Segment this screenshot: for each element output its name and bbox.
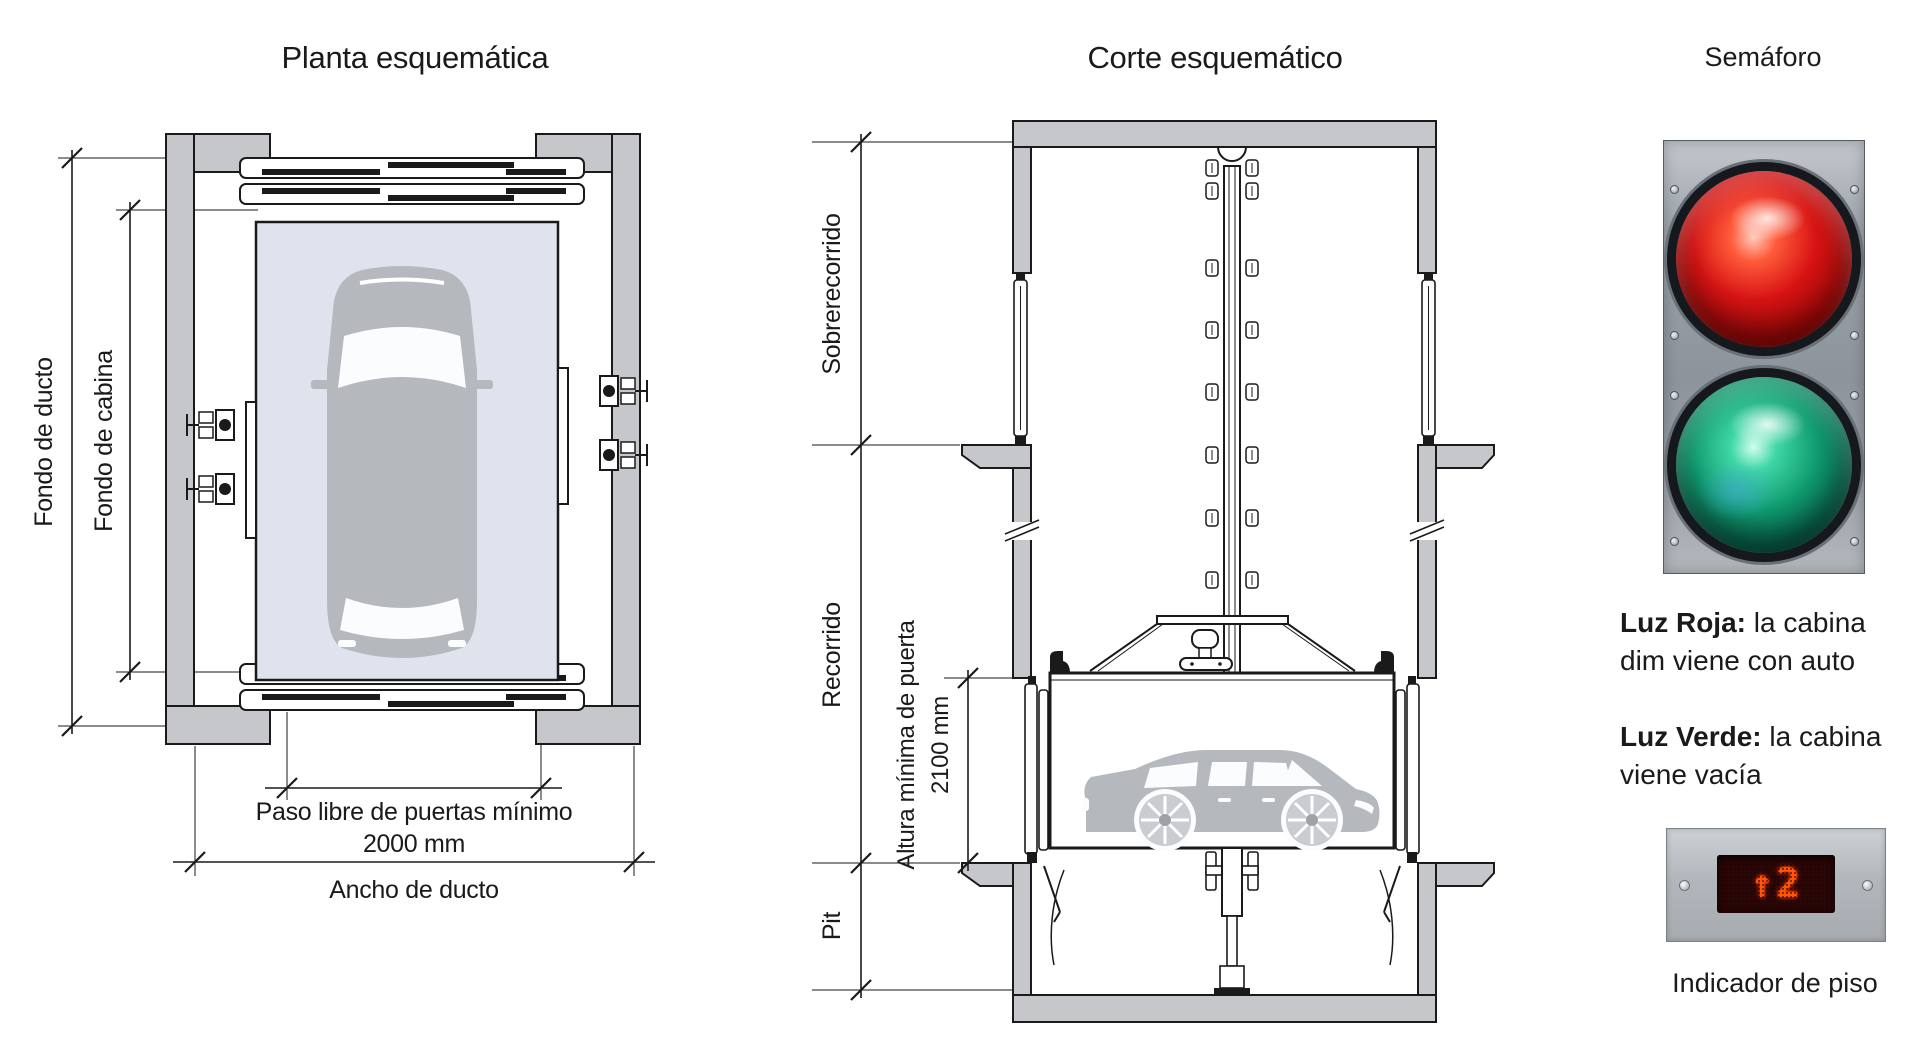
label-altura-minima: Altura mínima de puerta [893, 619, 920, 869]
plan-view: Planta esquemática [30, 40, 655, 904]
plan-guide-rail-left [186, 401, 257, 539]
screw-icon [1670, 331, 1679, 340]
section-extension-lines [812, 141, 1028, 991]
legend-green-label: Luz Verde: [1620, 721, 1762, 752]
section-dim-door-height: Altura mínima de puerta 2100 mm [893, 619, 979, 874]
screw-icon [1670, 537, 1679, 546]
car-side-view-illustration [1082, 750, 1380, 851]
label-pit: Pit [818, 912, 846, 941]
legend-green-text: Luz Verde: la cabina viene vacía [1620, 721, 1882, 790]
semaforo-title: Semáforo [1704, 42, 1822, 72]
section-guide-rail [1205, 159, 1259, 674]
label-altura-valor: 2100 mm [927, 696, 954, 794]
section-sling [1089, 615, 1356, 672]
label-fondo-ducto: Fondo de ducto [30, 357, 58, 527]
section-doors-lower [1024, 676, 1420, 863]
plan-dim-ancho-ducto: Ancho de ducto [173, 851, 655, 904]
label-paso-libre-value: 2000 mm [363, 830, 465, 858]
label-sobrerecorrido: Sobrerecorrido [818, 213, 846, 374]
plan-dim-paso-libre: Paso libre de puertas mínimo 2000 mm [256, 777, 573, 858]
plan-title: Planta esquemática [282, 40, 550, 75]
section-pit-equipment [1043, 847, 1401, 995]
legend-red-label: Luz Roja: [1620, 607, 1746, 638]
screw-icon [1670, 185, 1679, 194]
car-top-view-illustration [311, 266, 493, 658]
section-dim-left: Sobrerecorrido Recorrido Pit [818, 131, 872, 1001]
legend-red-line2: viene con auto [1672, 645, 1856, 676]
screw-icon [1850, 185, 1859, 194]
plan-shaft-walls [165, 133, 641, 745]
green-lens-icon [1676, 377, 1852, 553]
section-doors-upper [1013, 272, 1436, 446]
plan-dim-fondo-ducto: Fondo de ducto [30, 147, 83, 737]
screw-icon [1862, 880, 1873, 891]
screw-icon [1679, 880, 1690, 891]
label-fondo-cabina: Fondo de cabina [90, 350, 118, 532]
screw-icon [1850, 537, 1859, 546]
label-paso-libre: Paso libre de puertas mínimo [256, 798, 573, 826]
rail-bracket-icons [1205, 159, 1259, 589]
section-cabin [1048, 651, 1396, 851]
plan-guide-rail-right [557, 367, 648, 505]
floor-display-value: ↑2 [1749, 861, 1803, 907]
section-title: Corte esquemático [1087, 40, 1342, 75]
green-light [1676, 377, 1852, 553]
traffic-light-legend: Luz Roja: la cabina dim viene con auto L… [1620, 604, 1920, 832]
plan-doors-top [239, 157, 585, 205]
screw-icon [1670, 391, 1679, 400]
screw-icon [1850, 391, 1859, 400]
red-lens-icon [1676, 171, 1852, 347]
floor-indicator-photo: ↑2 [1666, 828, 1886, 942]
label-ancho-ducto: Ancho de ducto [329, 876, 499, 904]
plan-dim-fondo-cabina: Fondo de cabina [90, 199, 141, 683]
floor-indicator-caption: Indicador de piso [1672, 968, 1878, 998]
section-view: Corte esquemático [812, 40, 1495, 1023]
red-light [1676, 171, 1852, 347]
floor-led-display: ↑2 [1717, 855, 1835, 913]
legend-red-text: Luz Roja: la cabina dim viene con auto [1620, 607, 1866, 676]
screw-icon [1850, 331, 1859, 340]
traffic-light-photo [1663, 140, 1865, 574]
wall-break-icon [1004, 519, 1445, 542]
label-recorrido: Recorrido [818, 602, 846, 708]
legend-green-line2: viene vacía [1620, 759, 1762, 790]
cad-drawings: Planta esquemática [30, 40, 1495, 1023]
